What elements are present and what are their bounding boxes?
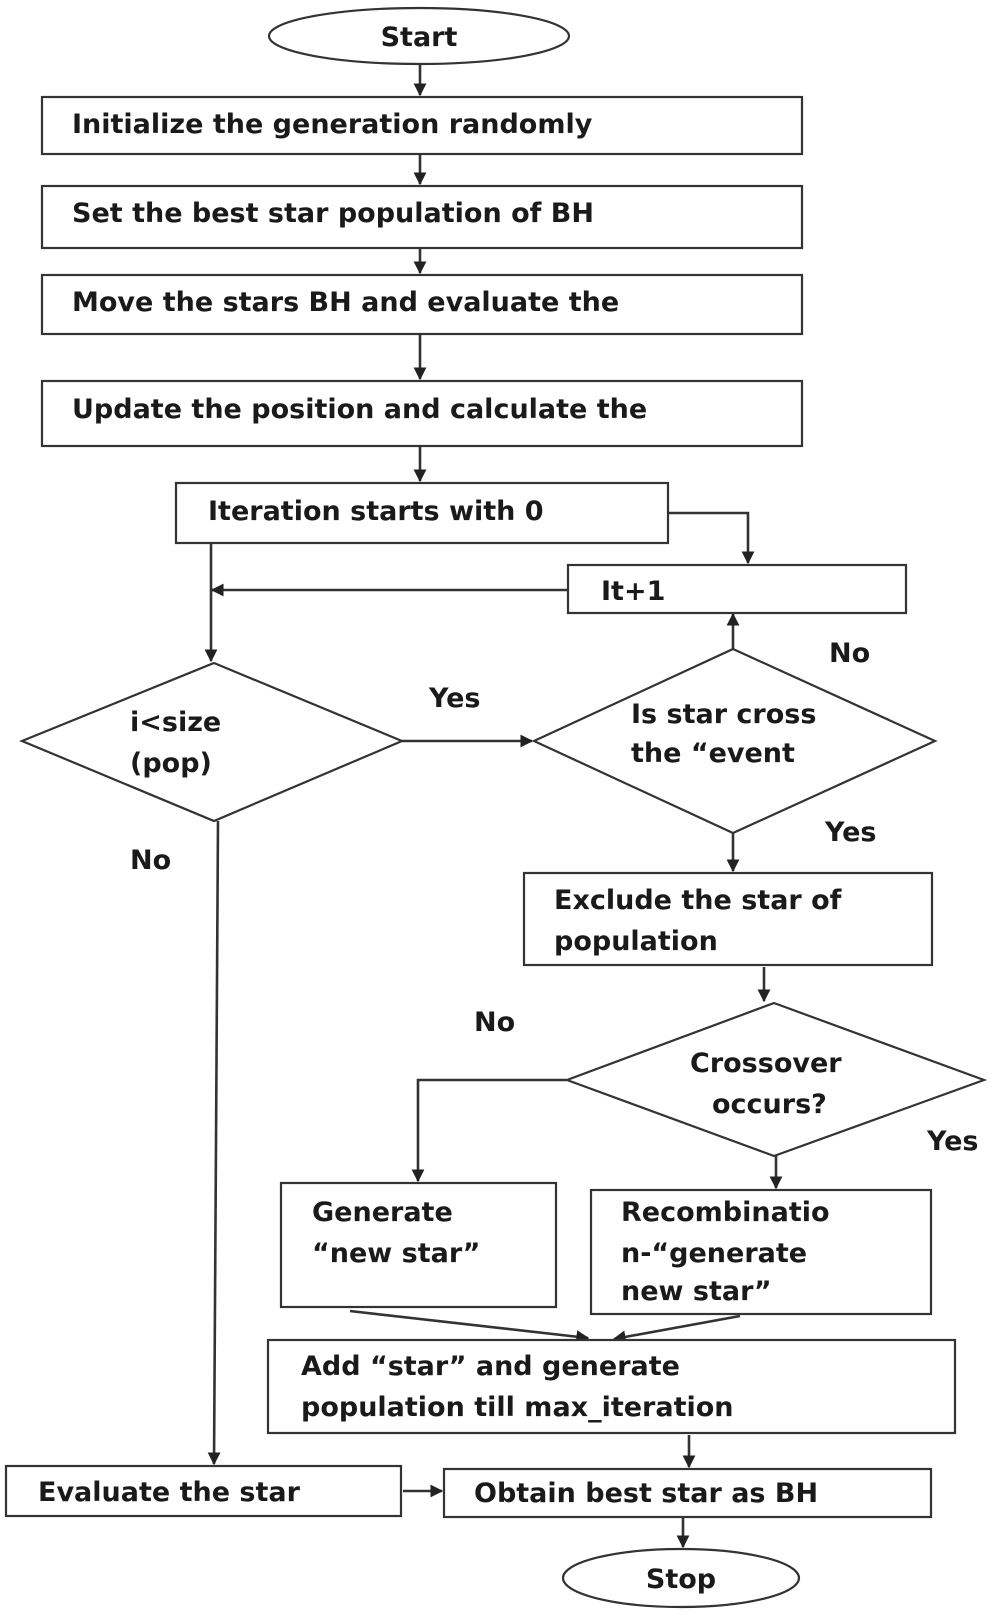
event-decision-line-1: Is star cross bbox=[631, 699, 816, 730]
update-box: Update the position and calculate the bbox=[40, 379, 804, 448]
event-decision: Is star cross the “event bbox=[531, 647, 938, 835]
recombination-line-2: n-“generate bbox=[621, 1238, 807, 1269]
stop-node: Stop bbox=[561, 1547, 801, 1609]
crossover-line-2: occurs? bbox=[712, 1089, 827, 1120]
add-star-line-1: Add “star” and generate bbox=[301, 1351, 680, 1382]
exclude-line-2: population bbox=[554, 926, 718, 957]
arrow-generate-to-add bbox=[349, 1309, 590, 1344]
generate-line-2: “new star” bbox=[312, 1238, 480, 1269]
iteration-box: Iteration starts with 0 bbox=[174, 481, 670, 545]
crossover-decision: Crossover occurs? bbox=[563, 1001, 988, 1158]
event-decision-line-2: the “event bbox=[631, 738, 795, 769]
label-no-event: No bbox=[829, 638, 870, 669]
generate-line-1: Generate bbox=[312, 1197, 453, 1228]
evaluate-box: Evaluate the star bbox=[4, 1464, 403, 1518]
exclude-line-1: Exclude the star of bbox=[554, 885, 842, 916]
generate-box: Generate “new star” bbox=[279, 1181, 558, 1309]
add-star-box: Add “star” and generate population till … bbox=[266, 1338, 957, 1435]
size-decision-line-2: (pop) bbox=[130, 748, 212, 779]
set-best-label: Set the best star population of BH bbox=[72, 198, 594, 229]
obtain-box: Obtain best star as BH bbox=[442, 1467, 933, 1519]
set-best-box: Set the best star population of BH bbox=[40, 184, 804, 250]
recombination-box: Recombinatio n-“generate new star” bbox=[589, 1188, 933, 1316]
label-yes-size: Yes bbox=[428, 683, 480, 714]
label-no-size: No bbox=[130, 845, 171, 876]
size-decision-line-1: i<size bbox=[130, 707, 221, 738]
increment-label: It+1 bbox=[601, 576, 665, 607]
crossover-line-1: Crossover bbox=[690, 1048, 842, 1079]
init-label: Initialize the generation randomly bbox=[72, 109, 593, 140]
arrow-recombination-to-add bbox=[612, 1314, 741, 1344]
stop-label: Stop bbox=[646, 1564, 716, 1595]
connectors bbox=[204, 64, 783, 1549]
recombination-line-3: new star” bbox=[621, 1276, 772, 1307]
update-label: Update the position and calculate the bbox=[72, 394, 647, 425]
exclude-box: Exclude the star of population bbox=[522, 871, 934, 967]
label-yes-crossover: Yes bbox=[926, 1126, 978, 1157]
start-node: Start bbox=[267, 6, 571, 66]
branch-labels: Yes No No Yes No Yes bbox=[130, 638, 978, 1157]
increment-box: It+1 bbox=[566, 563, 908, 615]
start-label: Start bbox=[381, 22, 458, 53]
evaluate-label: Evaluate the star bbox=[38, 1477, 301, 1508]
move-label: Move the stars BH and evaluate the bbox=[72, 287, 619, 318]
iteration-label: Iteration starts with 0 bbox=[208, 496, 544, 527]
size-decision: i<size (pop) bbox=[19, 661, 405, 823]
arrow-size-no-to-evaluate bbox=[207, 820, 221, 1466]
init-box: Initialize the generation randomly bbox=[40, 95, 804, 156]
move-box: Move the stars BH and evaluate the bbox=[40, 273, 804, 336]
recombination-line-1: Recombinatio bbox=[621, 1197, 830, 1228]
obtain-label: Obtain best star as BH bbox=[474, 1478, 818, 1509]
arrow-crossover-no-to-generate bbox=[411, 1078, 567, 1183]
label-no-crossover: No bbox=[474, 1007, 515, 1038]
arrow-iteration-to-increment bbox=[668, 511, 755, 565]
add-star-line-2: population till max_iteration bbox=[301, 1392, 734, 1423]
label-yes-event: Yes bbox=[824, 817, 876, 848]
